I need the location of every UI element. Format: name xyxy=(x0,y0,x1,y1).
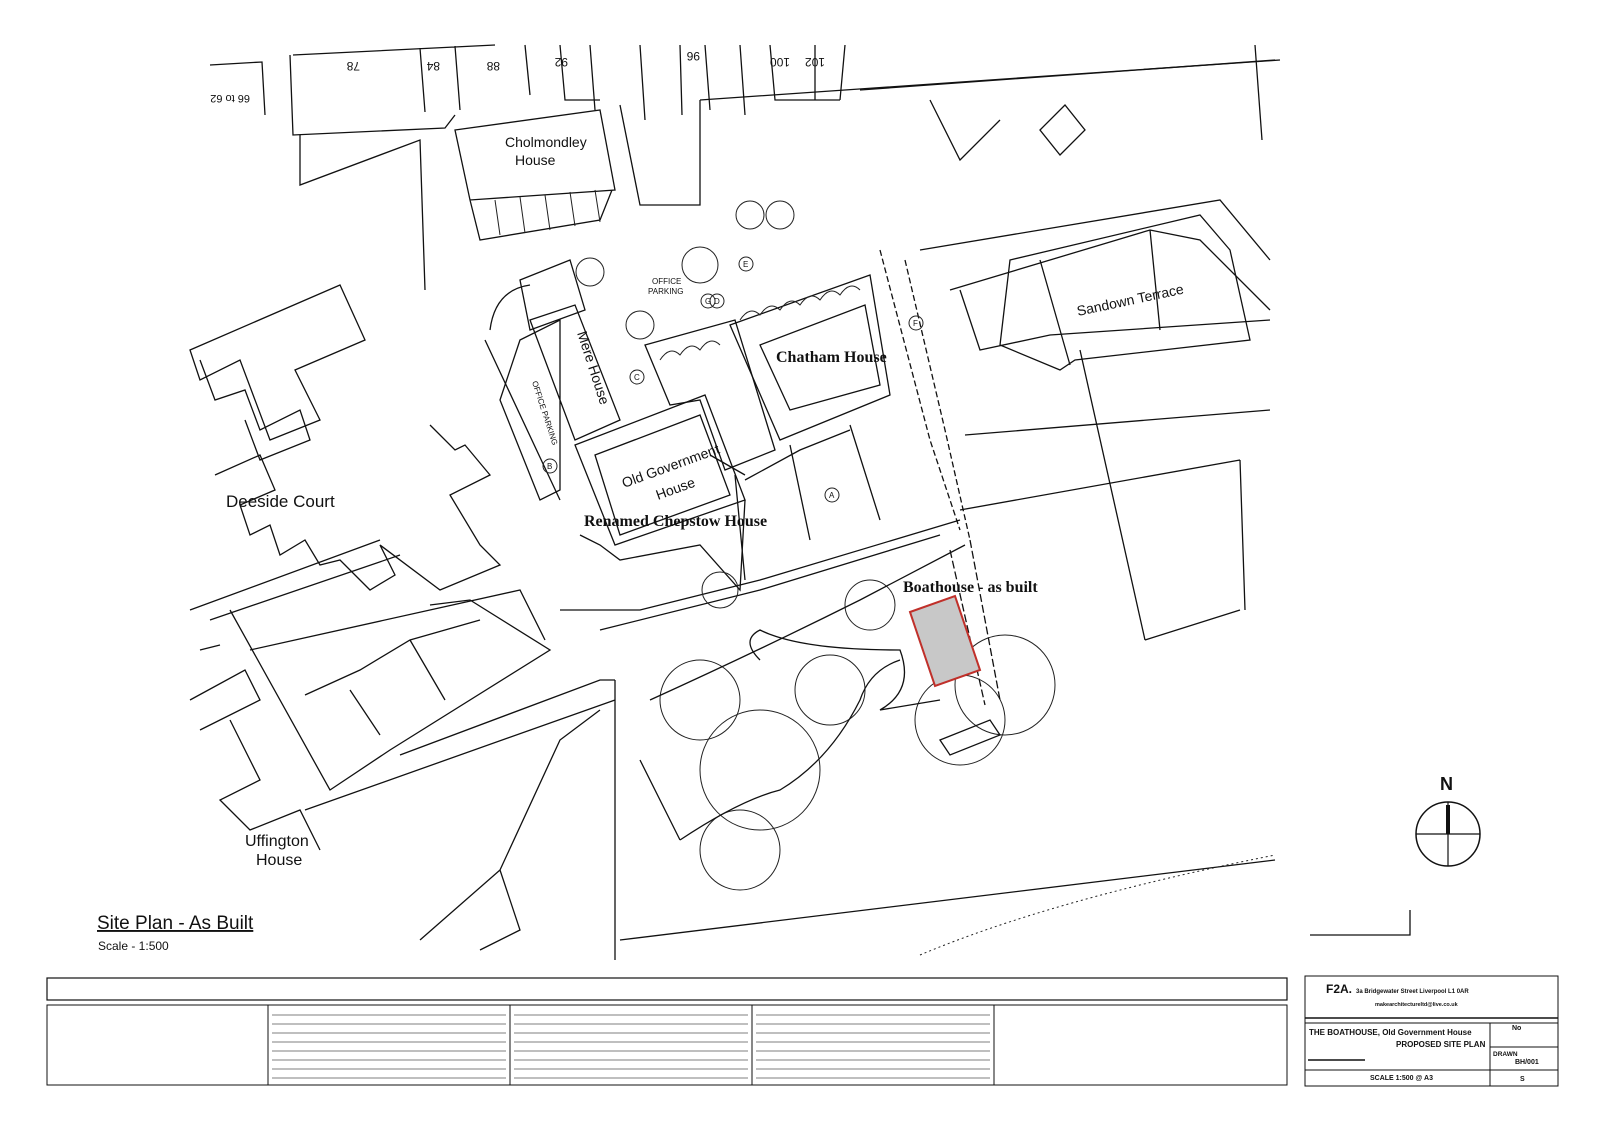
project-name: THE BOATHOUSE, Old Government House xyxy=(1309,1028,1472,1037)
label-cholmondley-house: Cholmondley xyxy=(505,134,587,150)
marker-c: C xyxy=(629,369,645,385)
plot-number: 84 xyxy=(426,59,440,73)
svg-text:A: A xyxy=(829,491,835,500)
label-old-government-house-2: House xyxy=(654,474,698,503)
north-arrow-icon: N xyxy=(1415,774,1481,867)
svg-text:G: G xyxy=(705,297,711,306)
drawing-number: BH/001 xyxy=(1515,1059,1539,1066)
building-labels: Cholmondley House Sandown Terrace Chatha… xyxy=(226,134,1185,869)
svg-text:E: E xyxy=(743,260,748,269)
drawing-scale: SCALE 1:500 @ A3 xyxy=(1370,1075,1433,1082)
drawing-title: PROPOSED SITE PLAN xyxy=(1396,1040,1486,1049)
label-renamed-chepstow-house: Renamed Chepstow House xyxy=(584,513,767,530)
plot-number: 88 xyxy=(486,59,500,73)
left-buildings xyxy=(189,284,1276,960)
label-cholmondley-house-2: House xyxy=(515,152,556,168)
boathouse-footprint xyxy=(908,594,982,688)
top-plots xyxy=(209,44,1281,291)
label-mere-house: Mere House xyxy=(574,329,613,407)
label-chatham-house: Chatham House xyxy=(776,349,887,366)
plot-number: 96 xyxy=(686,49,700,63)
marker-f: F xyxy=(908,315,924,331)
label-office-parking-west: OFFICE PARKING xyxy=(530,380,559,446)
sheet-label: S xyxy=(1520,1076,1525,1083)
svg-text:D: D xyxy=(714,297,720,306)
marker-a: A xyxy=(824,487,840,503)
plot-number: 92 xyxy=(554,55,568,69)
plot-number: 78 xyxy=(346,59,360,73)
plot-number: 102 xyxy=(805,55,825,69)
plot-number: 100 xyxy=(770,55,790,69)
firm-address: 3a Bridgewater Street Liverpool L1 0AR xyxy=(1356,989,1469,995)
svg-text:C: C xyxy=(634,373,640,382)
markers: A B C D E F G xyxy=(542,256,924,503)
no-label: No xyxy=(1512,1025,1521,1032)
trees xyxy=(575,200,1056,891)
svg-text:B: B xyxy=(547,462,552,471)
label-uffington-house: Uffington xyxy=(245,833,309,850)
plot-number: 66 to 62 xyxy=(210,92,250,104)
garden-paths xyxy=(639,539,1001,841)
drawn-label: DRAWN xyxy=(1493,1051,1518,1058)
plan-scale: Scale - 1:500 xyxy=(98,939,169,953)
svg-text:N: N xyxy=(1440,774,1453,794)
title-block: F2A. 3a Bridgewater Street Liverpool L1 … xyxy=(1304,975,1559,1087)
label-boathouse: Boathouse - as built xyxy=(903,579,1038,596)
firm-name: F2A. xyxy=(1326,982,1352,996)
marker-b: B xyxy=(542,458,558,474)
plan-title: Site Plan - As Built xyxy=(97,913,254,934)
label-sandown-terrace: Sandown Terrace xyxy=(1075,281,1185,319)
plot-numbers: 66 to 62 78 84 88 92 96 100 102 xyxy=(210,49,825,104)
label-deeside-court: Deeside Court xyxy=(226,492,335,511)
marker-e: E xyxy=(738,256,754,272)
firm-email: makearchitectureltd@live.co.uk xyxy=(1375,1002,1459,1008)
marker-g: G xyxy=(700,293,716,309)
title-strip xyxy=(46,977,1288,1086)
svg-text:F: F xyxy=(913,319,918,328)
marker-d: D xyxy=(709,293,725,309)
label-office-parking-2: PARKING xyxy=(648,287,683,296)
label-uffington-house-2: House xyxy=(256,852,302,869)
label-office-parking: OFFICE xyxy=(652,277,681,286)
